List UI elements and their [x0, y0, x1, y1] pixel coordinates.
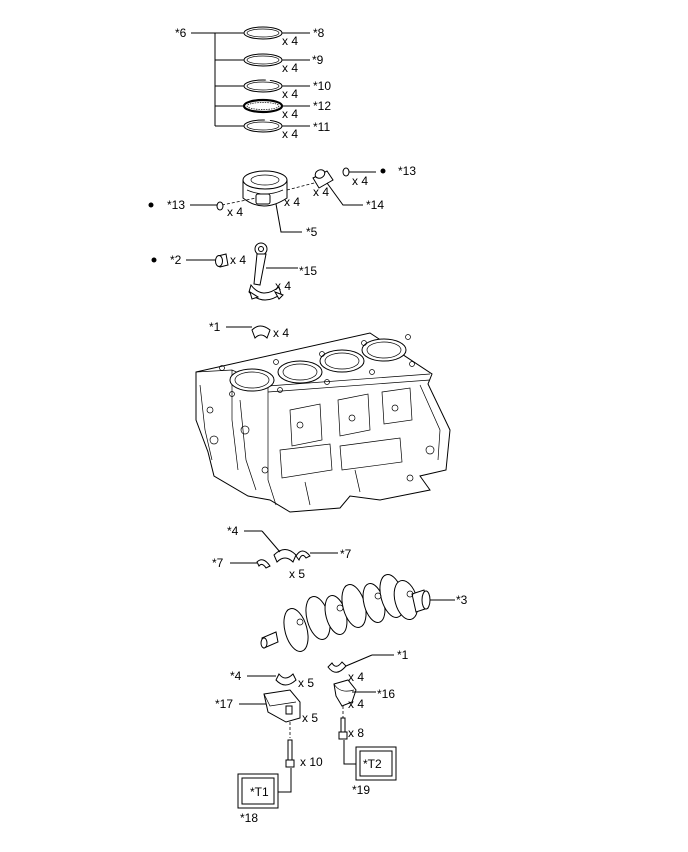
compression-ring-2 — [243, 53, 283, 67]
piston-ring-group — [191, 26, 310, 133]
pin-bushing — [215, 253, 229, 268]
callout-14: *14 — [366, 198, 384, 212]
callout-8: *8 — [313, 26, 325, 40]
callout-12: *12 — [313, 99, 331, 113]
callout-18: *18 — [240, 811, 258, 825]
bullet-2 — [151, 257, 157, 263]
rod-cap-bolt — [338, 717, 348, 740]
piston-pin — [312, 169, 334, 189]
qty-rod-bolt: x 8 — [348, 726, 364, 740]
qty-ring-8: x 4 — [282, 34, 298, 48]
qty-rod-cap: x 4 — [348, 697, 364, 711]
callout-11: *11 — [313, 120, 330, 134]
compression-ring-1 — [243, 26, 283, 40]
torque-spec-box-t1: *T1 — [237, 773, 279, 809]
snap-ring-left — [216, 201, 224, 211]
piston — [242, 170, 288, 207]
qty-main-bolt: x 10 — [300, 755, 323, 769]
qty-rod-bearing-upper: x 4 — [273, 326, 289, 340]
oil-ring-rail-lower — [243, 117, 283, 133]
qty-main-cap: x 5 — [302, 711, 318, 725]
callout-3: *3 — [456, 593, 468, 607]
callout-4-lower: *4 — [230, 669, 242, 683]
thrust-washer-left — [256, 559, 271, 569]
callout-7-left: *7 — [212, 556, 224, 570]
callout-17: *17 — [215, 697, 233, 711]
callout-5: *5 — [306, 225, 318, 239]
torque-t2-label: *T2 — [363, 757, 382, 771]
thrust-washer-right — [295, 550, 311, 562]
crankshaft — [260, 574, 431, 652]
main-bearing-cap-bolt — [285, 739, 295, 768]
callout-10: *10 — [313, 79, 331, 93]
qty-ring-9: x 4 — [282, 61, 298, 75]
main-bearing-lower — [275, 673, 297, 686]
cylinder-block — [195, 332, 451, 513]
rod-bearing-lower — [327, 661, 347, 673]
callout-2: *2 — [170, 253, 182, 267]
callout-1-lower: *1 — [397, 648, 409, 662]
torque-spec-box-t2: *T2 — [355, 746, 397, 781]
main-bearing-upper — [273, 549, 297, 563]
qty-ring-10: x 4 — [282, 87, 298, 101]
qty-rod: x 4 — [275, 279, 291, 293]
qty-rod-bearing-lower: x 4 — [348, 670, 364, 684]
torque-t1-label: *T1 — [250, 785, 269, 799]
main-bearing-cap — [263, 689, 301, 723]
qty-clip-right: x 4 — [352, 174, 368, 188]
connecting-rod — [248, 242, 284, 301]
callout-6: *6 — [175, 26, 187, 40]
qty-main-bearing-lower: x 5 — [298, 676, 314, 690]
qty-pin: x 4 — [313, 185, 329, 199]
rod-bearing-upper — [251, 325, 271, 339]
callout-9: *9 — [312, 53, 324, 67]
callout-19: *19 — [352, 783, 370, 797]
callout-13-left: *13 — [167, 198, 185, 212]
qty-main-bearing-upper: x 5 — [289, 567, 305, 581]
oil-ring-rail-upper — [243, 77, 283, 93]
callout-13-right: *13 — [398, 164, 416, 178]
qty-clip-left: x 4 — [227, 205, 243, 219]
callout-15: *15 — [299, 264, 317, 278]
bullet-13-right — [380, 168, 386, 174]
callout-1-upper: *1 — [209, 320, 221, 334]
callout-16: *16 — [377, 687, 395, 701]
qty-ring-12: x 4 — [282, 107, 298, 121]
callout-4-upper: *4 — [227, 524, 239, 538]
qty-ring-11: x 4 — [282, 127, 298, 141]
callout-7-right: *7 — [340, 547, 352, 561]
bullet-13-left — [148, 202, 154, 208]
qty-piston: x 4 — [284, 195, 300, 209]
rod-cap — [333, 679, 357, 707]
oil-ring-expander — [242, 98, 284, 114]
snap-ring-right — [342, 167, 350, 177]
qty-bushing: x 4 — [230, 253, 246, 267]
